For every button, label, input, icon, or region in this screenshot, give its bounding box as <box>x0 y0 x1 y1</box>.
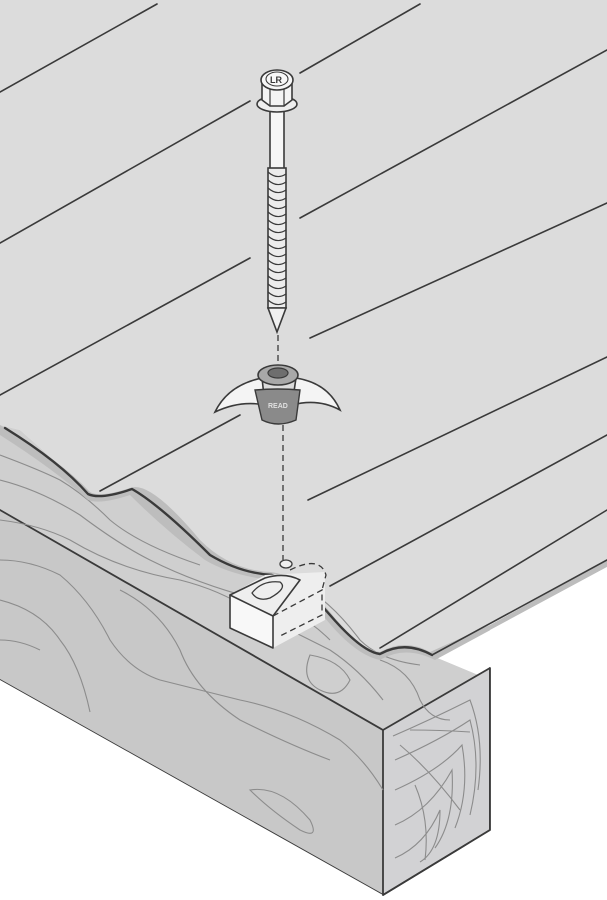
spacer-block <box>229 559 327 649</box>
screw-head-marking: LR <box>270 75 282 85</box>
roofing-screw: LR <box>256 69 298 335</box>
saddle-washer: READ <box>213 364 342 425</box>
fixing-axis <box>277 335 284 560</box>
sheet-edge <box>0 425 607 660</box>
roof-sheet <box>0 0 607 655</box>
washer-stamp: READ <box>268 403 288 410</box>
